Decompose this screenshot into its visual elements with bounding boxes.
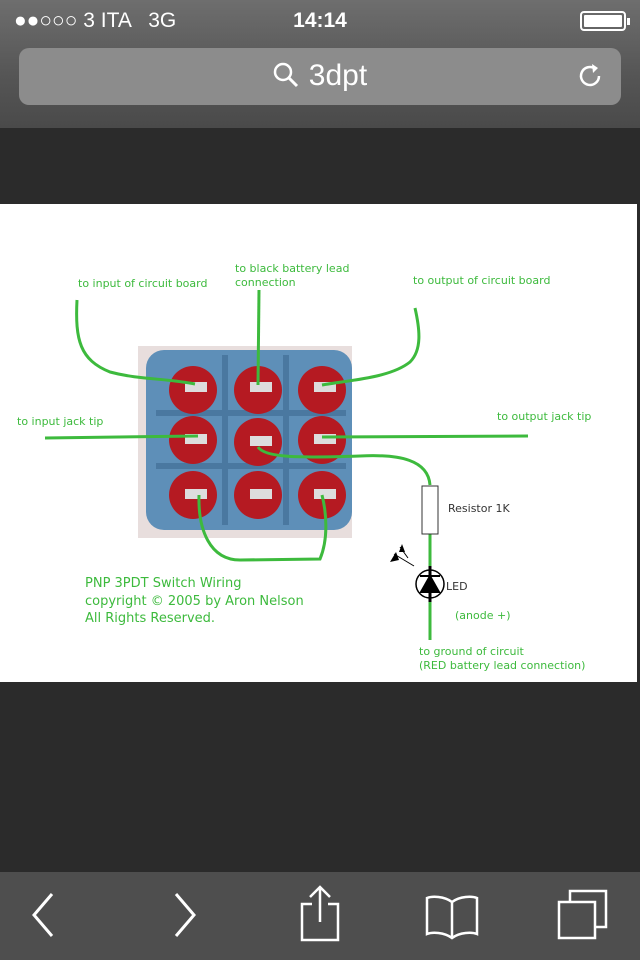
status-bar: ●●○○○ 3 ITA 3G 14:14: [0, 0, 640, 40]
switch-pins: [169, 366, 346, 519]
label-led: LED: [446, 580, 468, 593]
resistor-symbol: [421, 485, 439, 535]
clock: 14:14: [293, 9, 347, 32]
tabs-icon[interactable]: [556, 888, 610, 942]
forward-icon[interactable]: [170, 890, 200, 940]
reload-icon[interactable]: [575, 61, 605, 91]
label-resistor: Resistor 1K: [448, 502, 510, 515]
label-anode: (anode +): [455, 609, 511, 622]
page-image: to input of circuit board to black batte…: [0, 204, 637, 682]
wires: [44, 289, 529, 640]
wiring-diagram: to input of circuit board to black batte…: [17, 262, 591, 672]
bookmarks-icon[interactable]: [424, 894, 480, 940]
diagram-title: PNP 3PDT Switch Wiring: [85, 576, 241, 591]
label-input-jack: to input jack tip: [17, 415, 103, 428]
address-bar[interactable]: 3dpt: [19, 48, 621, 105]
carrier-signal: ●●○○○ 3 ITA 3G: [14, 9, 177, 32]
browser-header: ●●○○○ 3 ITA 3G 14:14 3dpt: [0, 0, 640, 128]
label-ground: to ground of circuit: [419, 645, 525, 658]
browser-toolbar: [0, 872, 640, 960]
label-black-lead-2: connection: [235, 276, 296, 289]
label-input-board: to input of circuit board: [78, 277, 207, 290]
copyright: copyright © 2005 by Aron Nelson: [85, 594, 304, 609]
label-output-jack: to output jack tip: [497, 410, 591, 423]
back-icon[interactable]: [28, 890, 58, 940]
rights-reserved: All Rights Reserved.: [85, 611, 215, 626]
label-black-lead: to black battery lead: [235, 262, 349, 275]
label-output-board: to output of circuit board: [413, 274, 550, 287]
battery-icon: [580, 11, 630, 31]
label-red-lead: (RED battery lead connection): [419, 659, 585, 672]
search-query[interactable]: 3dpt: [308, 59, 368, 92]
led-symbol: [390, 544, 445, 602]
search-icon: [273, 62, 298, 88]
share-icon[interactable]: [298, 884, 342, 942]
